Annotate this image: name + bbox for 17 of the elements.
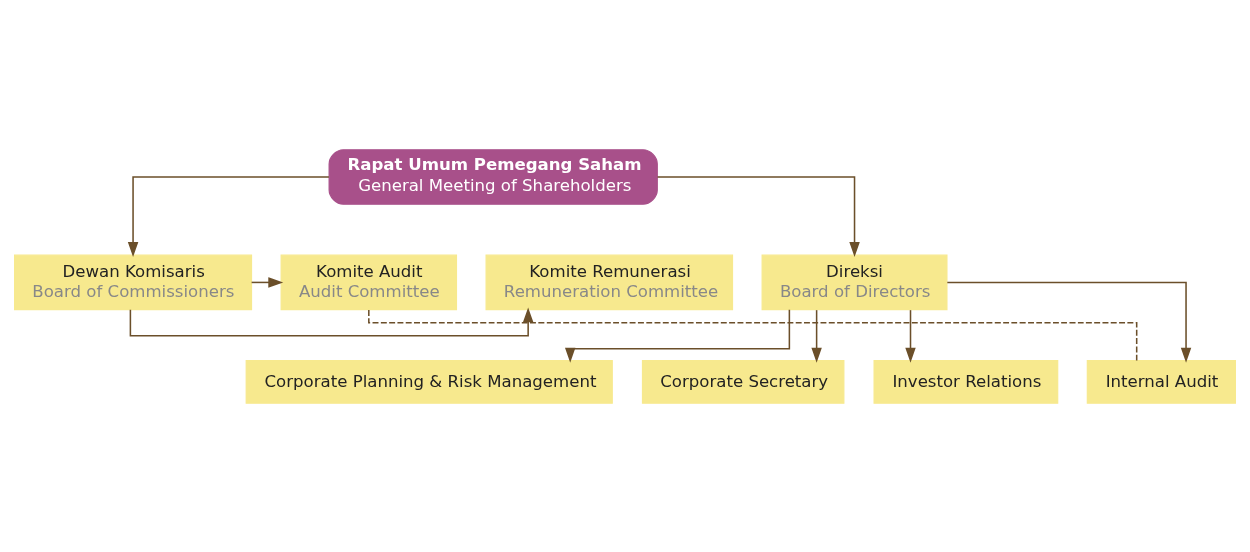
node-box: Corporate Secretary [641, 359, 845, 404]
arrow [946, 281, 1192, 363]
node-box: Dewan Komisaris Board of Commissioners [14, 254, 253, 310]
arrow [129, 306, 534, 336]
arrow [905, 308, 916, 363]
connector [368, 308, 1138, 361]
arrow [811, 308, 822, 363]
node-box: Komite Audit Audit Committee [280, 254, 458, 310]
node-box: Rapat Umum Pemegang Saham General Meeting of Shareholders [328, 148, 658, 205]
node-box: Komite Remunerasi Remuneration Committee [485, 254, 734, 310]
arrow [564, 308, 791, 363]
node-box: Direksi Board of Directors [761, 254, 948, 310]
arrow [127, 175, 330, 257]
node-box: Corporate Planning & Risk Management [245, 359, 613, 404]
arrow [656, 175, 860, 257]
node-box: Investor Relations [873, 359, 1059, 404]
node-box: Internal Audit [1086, 359, 1236, 404]
